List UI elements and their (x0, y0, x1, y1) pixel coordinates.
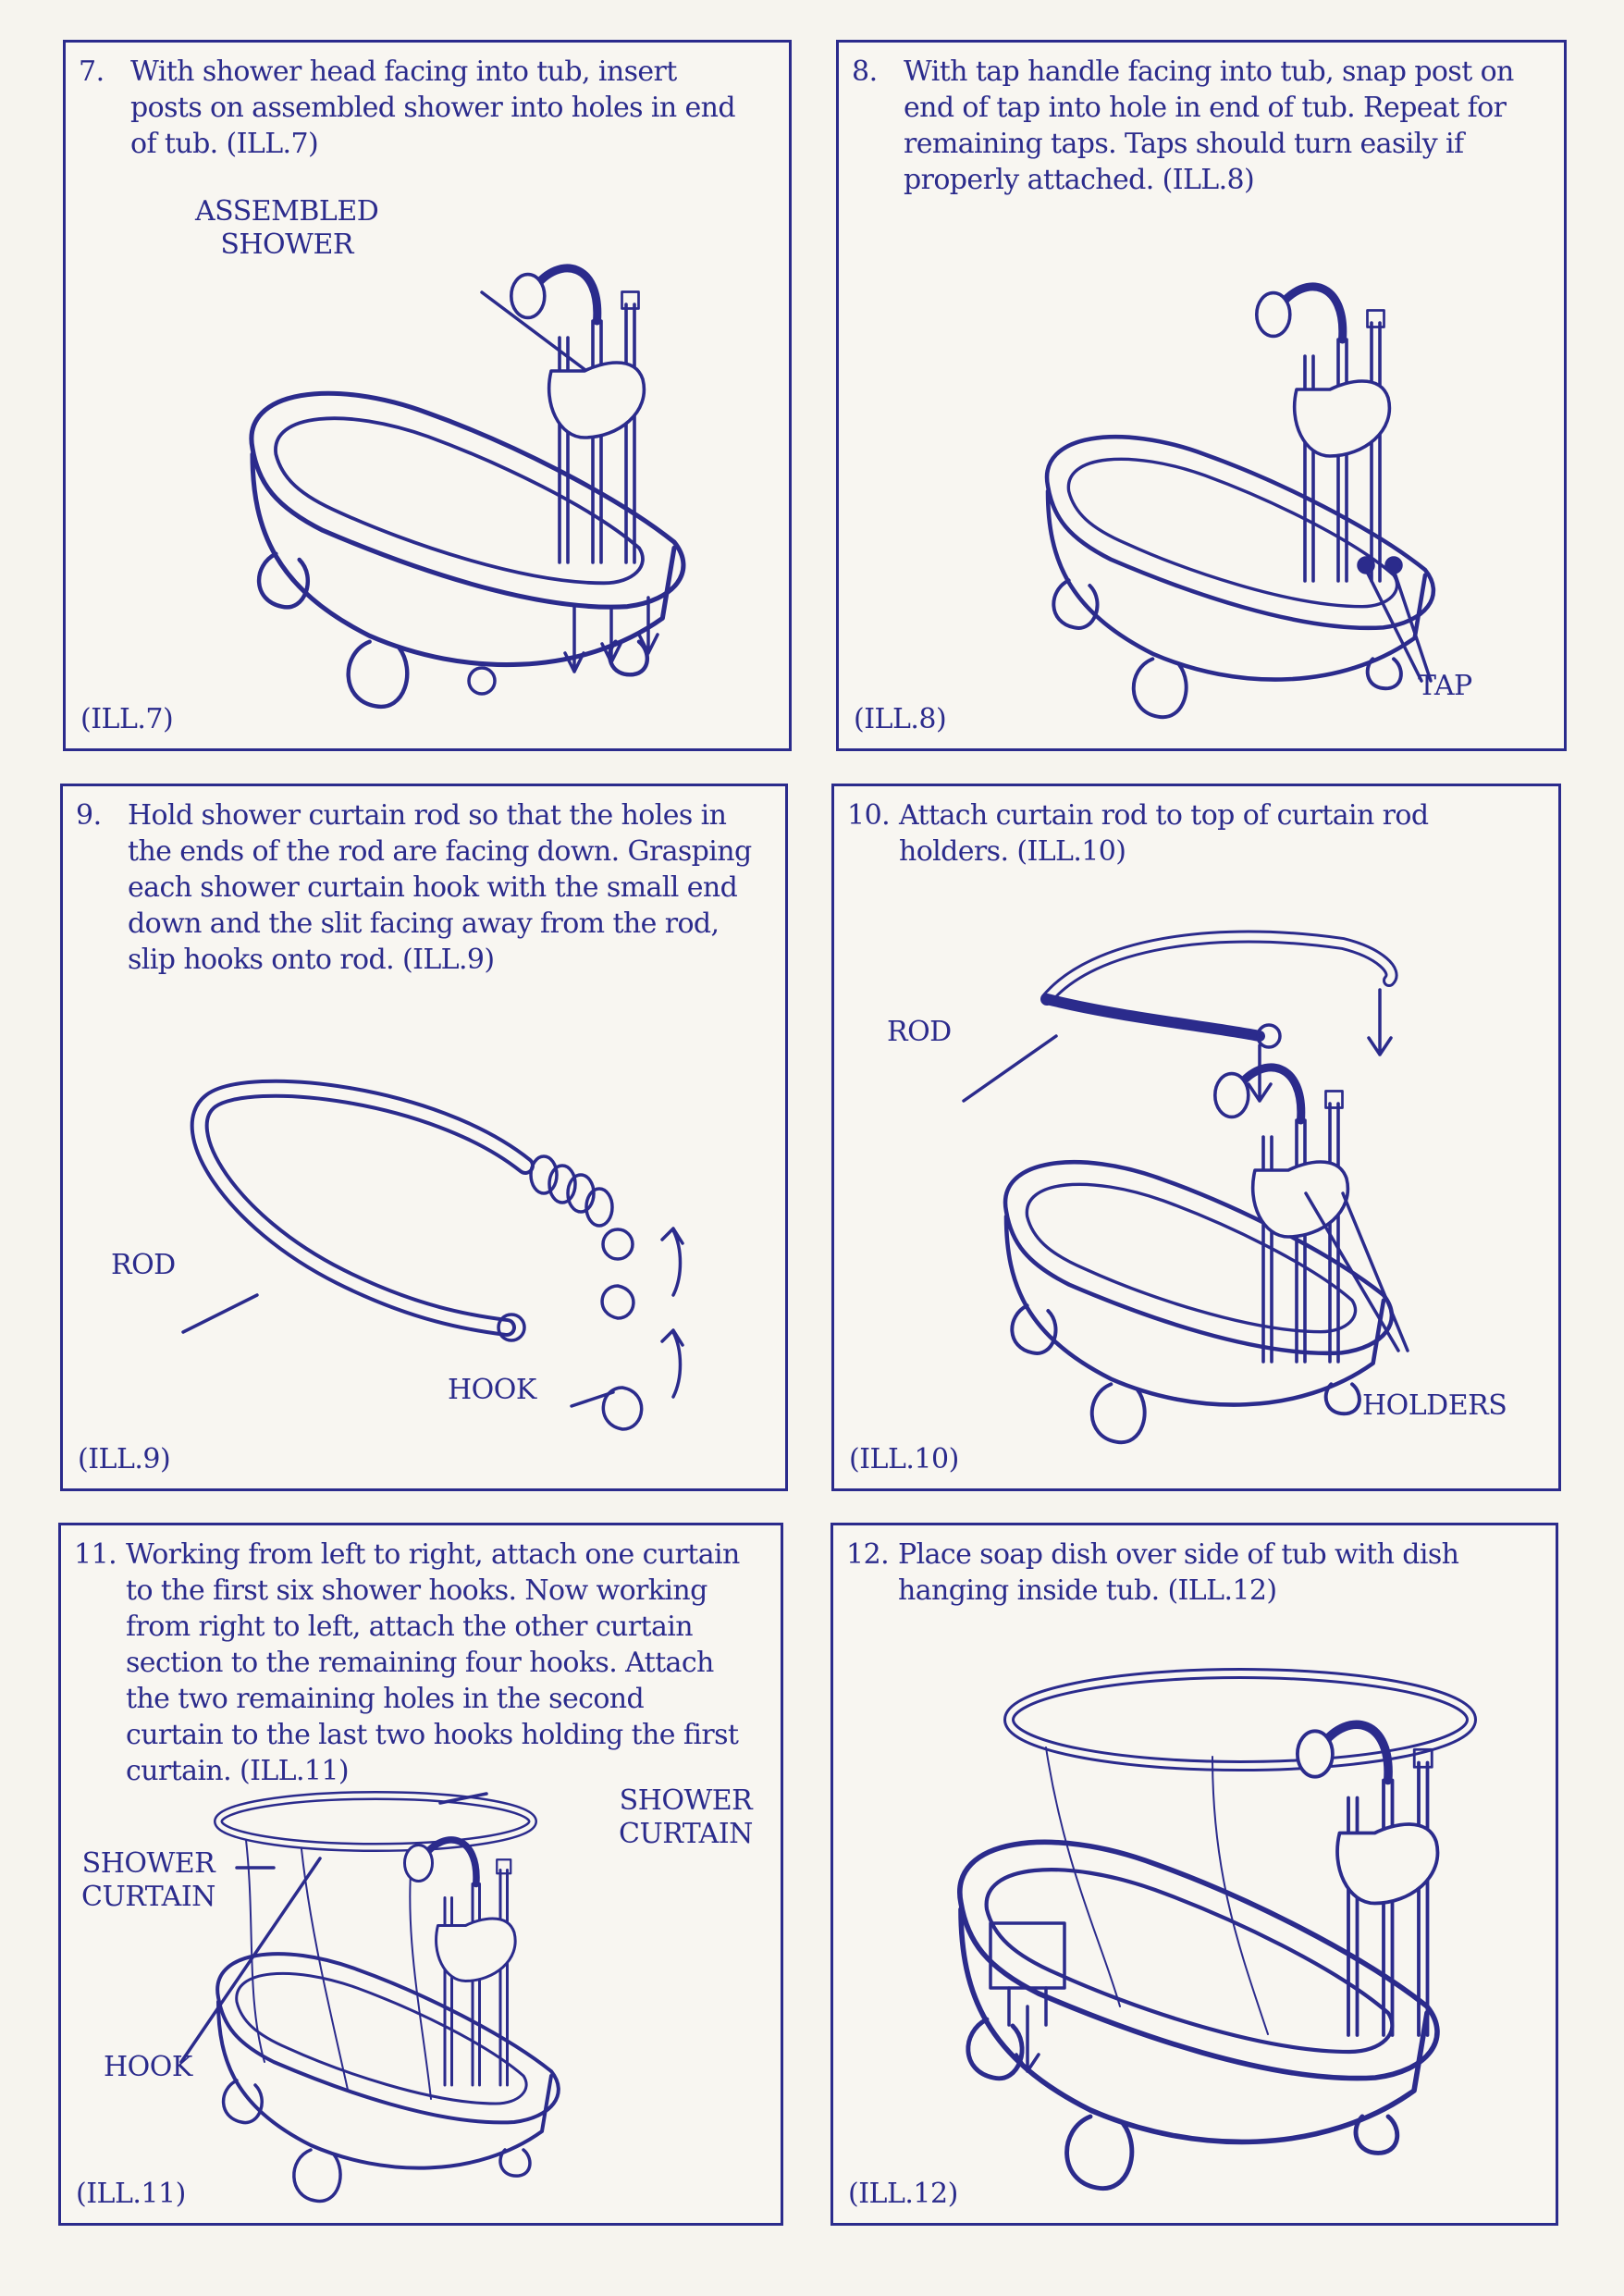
step-number: 9. (76, 799, 102, 832)
step-8-panel: 8. With tap handle facing into tub, snap… (836, 40, 1567, 751)
text-line: properly attached. (ILL.8) (904, 164, 1255, 196)
hook-label: HOOK (104, 2051, 192, 2083)
illustration-caption: (ILL.9) (78, 1443, 171, 1475)
text-line: Working from left to right, attach one c… (126, 1538, 740, 1571)
hook-label: HOOK (448, 1374, 536, 1406)
label-line: SHOWER (220, 228, 353, 261)
text-line: from right to left, attach the other cur… (126, 1611, 694, 1643)
text-line: curtain. (ILL.11) (126, 1755, 350, 1787)
text-line: curtain to the last two hooks holding th… (126, 1719, 739, 1751)
step-number: 11. (74, 1538, 117, 1571)
text-line: the two remaining holes in the second (126, 1683, 645, 1715)
step-11-panel: 11. Working from left to right, attach o… (58, 1523, 783, 2226)
illustration-caption: (ILL.7) (80, 703, 174, 735)
step-instructions: Place soap dish over side of tub with di… (898, 1537, 1459, 1609)
step-instructions: With tap handle facing into tub, snap po… (904, 54, 1514, 198)
illustration-rod-hooks (181, 1079, 684, 1431)
label-line: CURTAIN (619, 1818, 753, 1850)
text-line: posts on assembled shower into holes in … (130, 92, 736, 124)
text-line: end of tap into hole in end of tub. Repe… (904, 92, 1507, 124)
text-line: of tub. (ILL.7) (130, 128, 319, 160)
illustration-caption: (ILL.11) (76, 2178, 186, 2210)
step-9-panel: 9. Hold shower curtain rod so that the h… (60, 784, 788, 1491)
step-number: 10. (847, 799, 891, 832)
step-number: 12. (846, 1538, 890, 1571)
text-line: to the first six shower hooks. Now worki… (126, 1574, 707, 1607)
text-line: Hold shower curtain rod so that the hole… (128, 799, 727, 832)
step-instructions: Attach curtain rod to top of curtain rod… (899, 797, 1429, 870)
step-10-panel: 10. Attach curtain rod to top of curtain… (831, 784, 1561, 1491)
text-line: holders. (ILL.10) (899, 835, 1126, 868)
illustration-tub-taps (978, 218, 1532, 736)
step-instructions: With shower head facing into tub, insert… (130, 54, 736, 162)
text-line: section to the remaining four hooks. Att… (126, 1647, 714, 1679)
rod-label: ROD (887, 1016, 952, 1048)
illustration-soap-dish (935, 1668, 1477, 2210)
rod-label: ROD (111, 1249, 176, 1281)
step-instructions: Working from left to right, attach one c… (126, 1537, 740, 1789)
text-line: each shower curtain hook with the small … (128, 871, 738, 904)
label-line: SHOWER (81, 1847, 215, 1880)
holders-label: HOLDERS (1362, 1389, 1507, 1422)
text-line: Place soap dish over side of tub with di… (898, 1538, 1459, 1571)
step-instructions: Hold shower curtain rod so that the hole… (128, 797, 752, 978)
shower-curtain-right-label: SHOWER CURTAIN (619, 1784, 753, 1851)
label-line: SHOWER (619, 1784, 753, 1817)
illustration-curtain (179, 1791, 634, 2210)
text-line: hanging inside tub. (ILL.12) (898, 1574, 1277, 1607)
text-line: With shower head facing into tub, insert (130, 56, 677, 88)
text-line: the ends of the rod are facing down. Gra… (128, 835, 752, 868)
illustration-caption: (ILL.8) (854, 703, 947, 735)
step-number: 7. (79, 56, 105, 88)
assembled-shower-label: ASSEMBLED SHOWER (195, 195, 379, 262)
illustration-caption: (ILL.10) (849, 1443, 959, 1475)
illustration-tub-shower (204, 200, 759, 718)
shower-curtain-left-label: SHOWER CURTAIN (81, 1847, 215, 1914)
text-line: With tap handle facing into tub, snap po… (904, 56, 1514, 88)
label-line: ASSEMBLED (195, 195, 379, 228)
label-line: CURTAIN (81, 1881, 215, 1913)
text-line: slip hooks onto rod. (ILL.9) (128, 944, 495, 976)
illustration-caption: (ILL.12) (848, 2178, 958, 2210)
step-7-panel: 7. With shower head facing into tub, ins… (63, 40, 792, 751)
text-line: Attach curtain rod to top of curtain rod (899, 799, 1429, 832)
text-line: remaining taps. Taps should turn easily … (904, 128, 1464, 160)
step-number: 8. (852, 56, 878, 88)
illustration-rod-holders (962, 930, 1409, 1480)
text-line: down and the slit facing away from the r… (128, 907, 720, 940)
tap-label: TAP (1418, 670, 1472, 702)
step-12-panel: 12. Place soap dish over side of tub wit… (830, 1523, 1558, 2226)
